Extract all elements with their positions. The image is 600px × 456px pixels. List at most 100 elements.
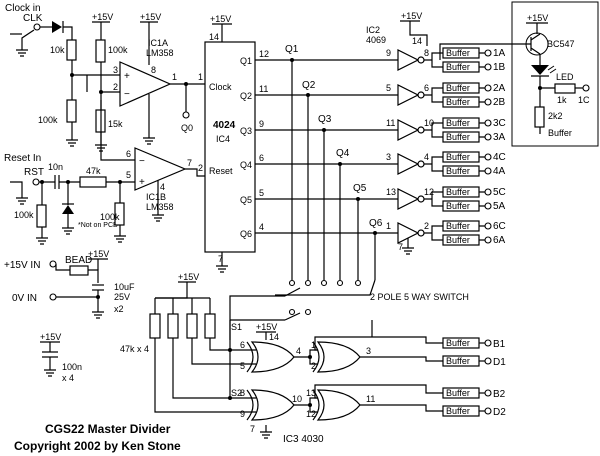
xor-pin: 12 [306, 409, 316, 419]
svg-text:Q6: Q6 [240, 229, 252, 239]
ic4-counter [204, 41, 256, 253]
inverter-5 [397, 188, 420, 210]
capacitor-100n [42, 351, 58, 358]
capacitor-10n [54, 175, 60, 189]
schematic-title: CGS22 Master Divider [45, 422, 171, 436]
output-terminal[interactable] [484, 63, 492, 71]
buffer-label: Buffer [446, 406, 470, 416]
buffer-label: Buffer [446, 338, 470, 348]
resistor-10k [66, 39, 77, 61]
output-terminal[interactable] [484, 153, 492, 161]
svg-text:47k: 47k [86, 166, 101, 176]
output-terminal[interactable] [484, 119, 492, 127]
xor-pin: 10 [292, 394, 302, 404]
buffer-label: Buffer [446, 187, 470, 197]
inverter-in-pin-2: 5 [386, 83, 391, 93]
resistor-100k-c [36, 204, 47, 228]
svg-text:Q5: Q5 [353, 183, 367, 194]
svg-text:IC1A: IC1A [148, 38, 168, 48]
svg-text:14: 14 [269, 332, 279, 342]
svg-text:1C: 1C [578, 95, 590, 105]
resistor-2k2 [534, 106, 545, 128]
output-label: 1A [493, 48, 506, 59]
clk-jack[interactable] [33, 23, 41, 31]
svg-text:5: 5 [259, 188, 264, 198]
svg-text:100k: 100k [38, 115, 58, 125]
svg-text:25V: 25V [114, 292, 130, 302]
output-label: 6A [493, 235, 506, 246]
plus15-terminal[interactable] [49, 260, 57, 268]
xor-output-label: D2 [493, 407, 506, 418]
svg-text:Reset: Reset [209, 166, 233, 176]
output-label: 2A [493, 83, 506, 94]
q0-terminal[interactable] [182, 111, 190, 119]
svg-text:x2: x2 [114, 304, 124, 314]
output-terminal[interactable] [484, 188, 492, 196]
output-label: 3C [493, 118, 506, 129]
inverter-out-pin-4: 4 [424, 152, 429, 162]
zero-v-terminal[interactable] [49, 293, 57, 301]
output-terminal[interactable] [484, 98, 492, 106]
xor-output-terminal[interactable] [484, 389, 492, 397]
terminal-1c[interactable] [582, 84, 590, 92]
xor-pin: 2 [311, 361, 316, 371]
output-label: 4C [493, 152, 506, 163]
xor-output-terminal[interactable] [484, 407, 492, 415]
svg-text:11: 11 [259, 84, 268, 94]
output-terminal[interactable] [484, 167, 492, 175]
svg-text:BC547: BC547 [547, 39, 575, 49]
output-terminal[interactable] [484, 49, 492, 57]
inverter-2 [397, 84, 420, 106]
inverter-3 [397, 119, 420, 141]
svg-text:S1: S1 [231, 322, 242, 332]
svg-text:+15V: +15V [256, 322, 277, 332]
output-label: 5C [493, 187, 506, 198]
switch-contacts[interactable] [288, 279, 362, 316]
output-terminal[interactable] [484, 222, 492, 230]
svg-text:10n: 10n [48, 162, 63, 172]
svg-text:+15V: +15V [40, 332, 61, 342]
svg-text:LED: LED [556, 72, 574, 82]
xor-output-terminal[interactable] [484, 339, 492, 347]
output-terminal[interactable] [484, 236, 492, 244]
resistor-47k [79, 176, 107, 188]
svg-text:12: 12 [259, 49, 269, 59]
xor-output-terminal[interactable] [484, 357, 492, 365]
inverter-out-pin-6: 2 [424, 221, 429, 231]
svg-text:6: 6 [126, 149, 131, 159]
svg-text:+15V IN: +15V IN [4, 260, 40, 271]
switch-label: 2 POLE 5 WAY SWITCH [370, 292, 469, 302]
output-terminal[interactable] [484, 84, 492, 92]
xor-output-label: D1 [493, 357, 506, 368]
output-terminal[interactable] [484, 202, 492, 210]
output-label: 1B [493, 62, 506, 73]
output-terminal[interactable] [484, 133, 492, 141]
xor-pin: 6 [240, 340, 245, 350]
svg-text:+15V: +15V [178, 272, 199, 282]
buffer-label: Buffer [446, 62, 470, 72]
buffer-label: Buffer [446, 166, 470, 176]
pullup-resistors [149, 313, 216, 339]
xor-gate-1 [250, 341, 295, 373]
svg-text:1: 1 [198, 72, 203, 82]
svg-text:IC2: IC2 [366, 25, 380, 35]
rst-jack[interactable] [32, 178, 40, 186]
svg-text:14: 14 [209, 32, 219, 42]
clk-label: CLK [23, 13, 43, 24]
reset-diode [62, 205, 74, 214]
buffer-label: Buffer [446, 221, 470, 231]
xor-gate-3 [250, 389, 295, 421]
buffer-label: Buffer [446, 152, 470, 162]
svg-text:Q1: Q1 [285, 44, 299, 55]
svg-text:RST: RST [24, 167, 44, 178]
inverter-in-pin-4: 3 [386, 152, 391, 162]
copyright: Copyright 2002 by Ken Stone [14, 439, 181, 453]
svg-text:0V IN: 0V IN [12, 293, 37, 304]
svg-text:Reset In: Reset In [4, 153, 41, 164]
svg-text:14: 14 [412, 36, 422, 46]
clock-diode [52, 21, 62, 33]
svg-text:+15V: +15V [401, 11, 422, 21]
